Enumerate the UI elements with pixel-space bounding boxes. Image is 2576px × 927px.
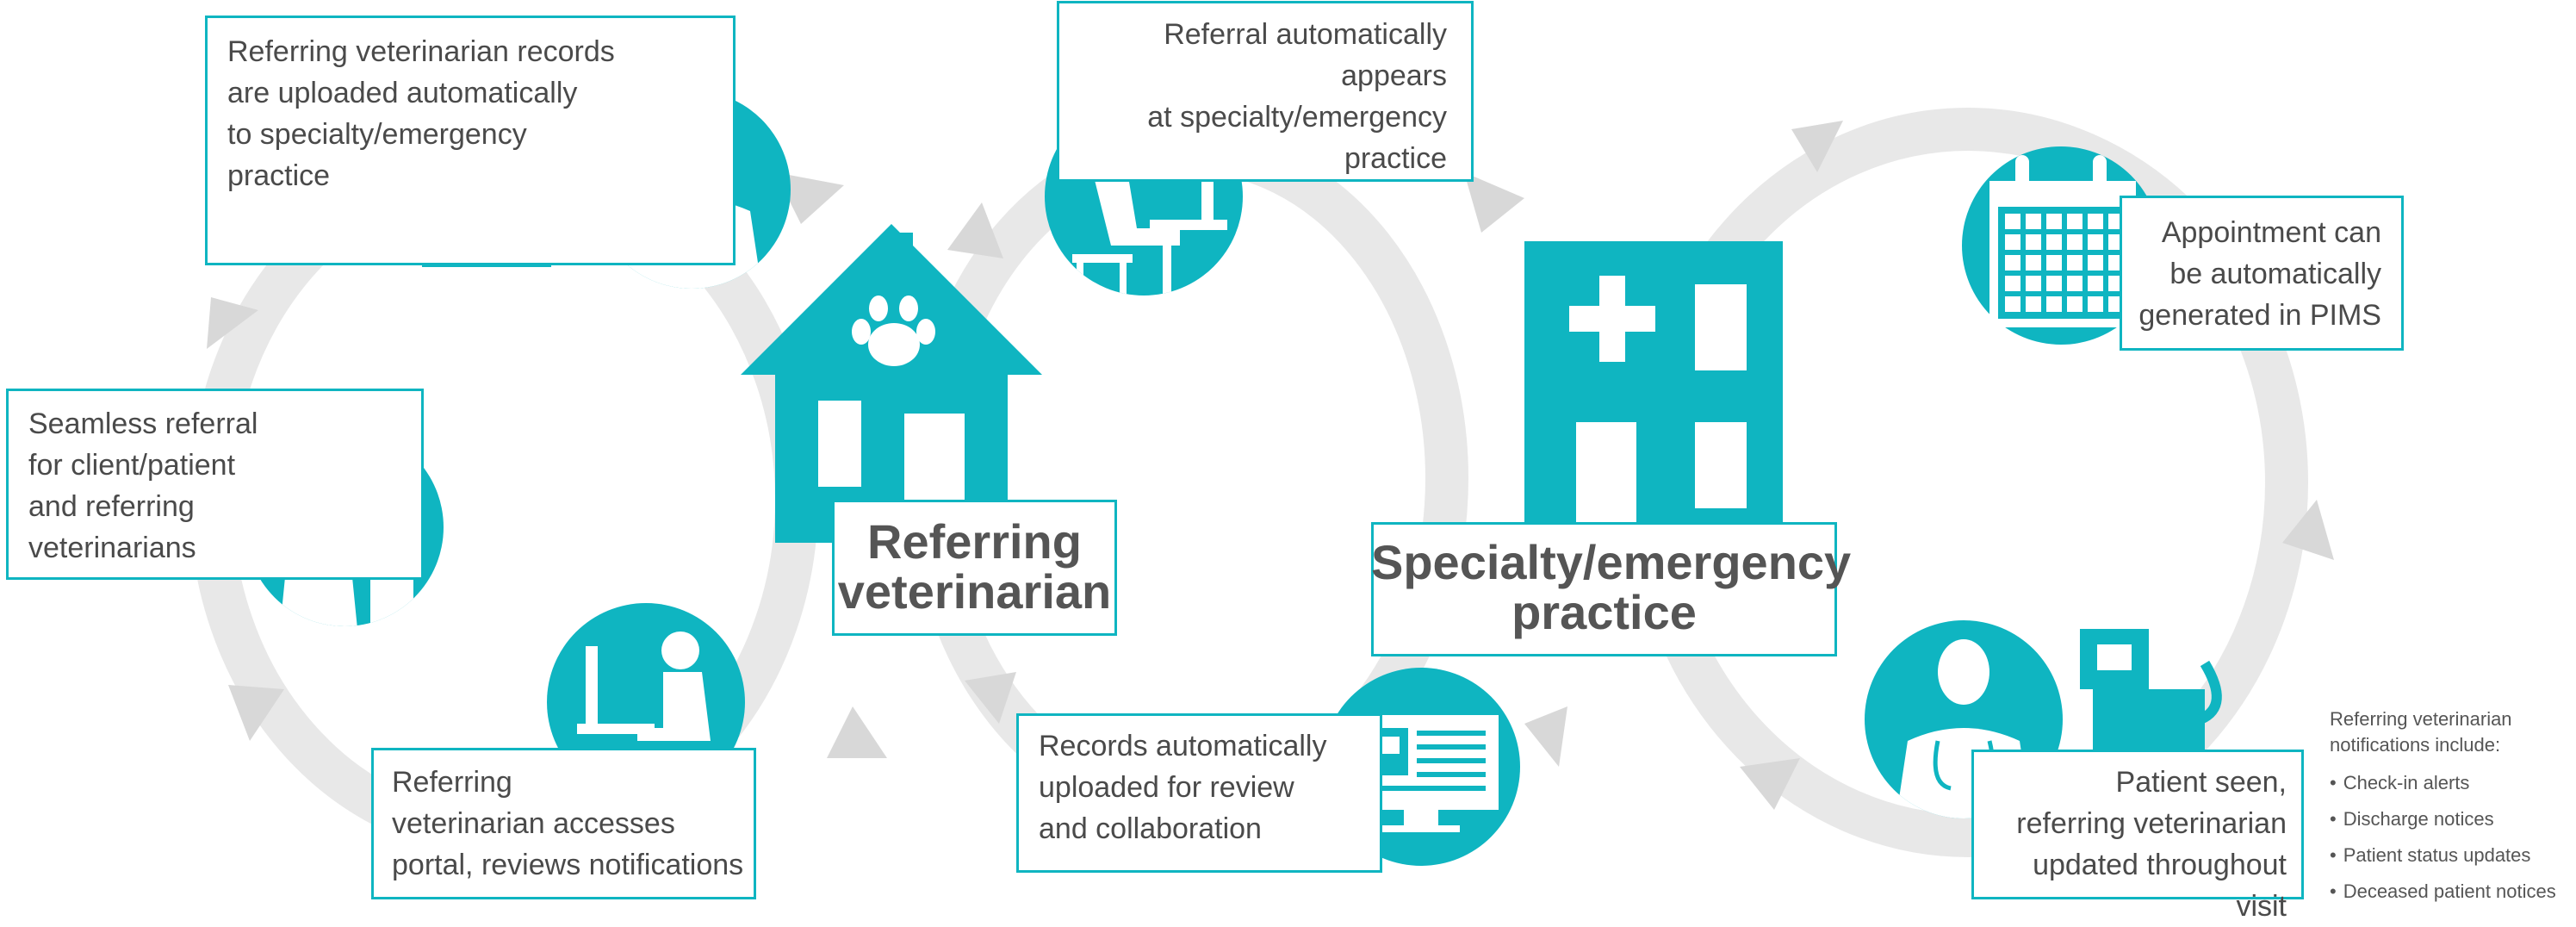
calendar-day-cell xyxy=(2026,276,2041,291)
calendar-day-cell xyxy=(2067,255,2083,271)
notifications-heading: Referring veterinarian notifications inc… xyxy=(2330,708,2512,756)
arrow-head xyxy=(2282,500,2334,560)
arrow-head xyxy=(1791,121,1843,172)
step-box-referral-appears xyxy=(1057,1,1474,182)
step-portal-text: Referring veterinarian accesses portal, … xyxy=(392,766,744,881)
calendar-day-cell xyxy=(2026,234,2041,250)
calendar-day-cell xyxy=(2046,234,2062,250)
calendar-day-cell xyxy=(2088,234,2103,250)
calendar-day-cell xyxy=(2005,234,2020,250)
specialty-practice-label-box xyxy=(1371,522,1837,656)
calendar-day-cell xyxy=(2067,296,2083,312)
notification-item: Deceased patient notices xyxy=(2330,874,2571,910)
calendar-icon xyxy=(1962,146,2160,345)
arrow-head xyxy=(965,672,1016,724)
arrow-head xyxy=(1524,706,1567,767)
notifications-list: Check-in alerts Discharge notices Patien… xyxy=(2330,765,2571,910)
calendar-day-cell xyxy=(2005,276,2020,291)
calendar-day-cell xyxy=(2046,296,2062,312)
notifications-panel: Referring veterinarian notifications inc… xyxy=(2330,706,2571,910)
specialty-practice-title: Specialty/emergency practice xyxy=(1371,535,1852,639)
step-box-records-uploaded xyxy=(205,16,736,265)
step-box-appointment xyxy=(2120,196,2404,351)
calendar-day-cell xyxy=(2067,214,2083,229)
flow-arrows xyxy=(207,121,2334,810)
arrow-head xyxy=(827,706,887,758)
calendar-day-cell xyxy=(2067,276,2083,291)
step-patient-seen-text: Patient seen, referring veterinarian upd… xyxy=(2016,766,2287,923)
calendar-day-cell xyxy=(2026,255,2041,271)
step-seamless-text: Seamless referral for client/patient and… xyxy=(28,408,258,564)
calendar-day-cell xyxy=(2005,296,2020,312)
arrow-head xyxy=(1464,172,1524,233)
calendar-day-cell xyxy=(2026,296,2041,312)
calendar-day-cell xyxy=(2005,214,2020,229)
calendar-day-cell xyxy=(2046,255,2062,271)
calendar-day-cell xyxy=(2046,276,2062,291)
calendar-day-cell xyxy=(2026,214,2041,229)
referring-veterinarian-title: Referring veterinarian xyxy=(837,514,1112,619)
notification-item: Patient status updates xyxy=(2330,837,2571,874)
referring-veterinarian-label-box xyxy=(832,500,1117,636)
arrow-head xyxy=(947,202,1003,258)
notification-item: Check-in alerts xyxy=(2330,765,2571,801)
step-appointment-text: Appointment can be automatically generat… xyxy=(2138,216,2381,332)
step-records-uploaded-text: Referring veterinarian records are uploa… xyxy=(227,35,615,192)
step-box-patient-seen xyxy=(1971,750,2304,899)
arrow-head xyxy=(207,297,258,349)
step-box-portal xyxy=(371,748,756,899)
calendar-day-cell xyxy=(2046,214,2062,229)
calendar-day-cell xyxy=(2088,255,2103,271)
arrow-head xyxy=(1740,758,1800,810)
step-referral-appears-text: Referral automatically appears at specia… xyxy=(1147,18,1447,175)
step-review-text: Records automatically uploaded for revie… xyxy=(1039,730,1327,845)
calendar-day-cell xyxy=(2067,234,2083,250)
arrow-head xyxy=(775,172,844,224)
calendar-day-cell xyxy=(2088,276,2103,291)
calendar-day-cell xyxy=(2005,255,2020,271)
step-box-seamless xyxy=(6,389,424,580)
step-box-review xyxy=(1016,713,1382,873)
calendar-day-cell xyxy=(2088,296,2103,312)
hospital-building-icon xyxy=(1524,241,1783,526)
calendar-day-cell xyxy=(2088,214,2103,229)
notification-item: Discharge notices xyxy=(2330,801,2571,837)
arrow-head xyxy=(228,685,284,741)
